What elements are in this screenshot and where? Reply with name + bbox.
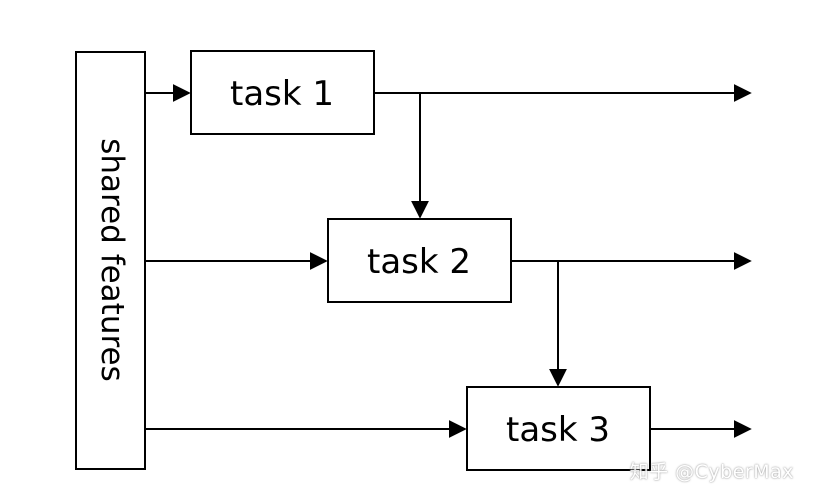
task-2-node: task 2 <box>327 218 512 303</box>
shared-features-node: shared features <box>75 51 146 470</box>
task-1-label: task 1 <box>230 74 334 114</box>
task-3-node: task 3 <box>466 386 651 471</box>
watermark: 知乎 @CyberMax <box>629 461 794 483</box>
task-1-node: task 1 <box>190 50 375 135</box>
task-3-label: task 3 <box>506 410 610 450</box>
task-2-label: task 2 <box>367 242 471 282</box>
shared-features-label: shared features <box>94 138 130 382</box>
